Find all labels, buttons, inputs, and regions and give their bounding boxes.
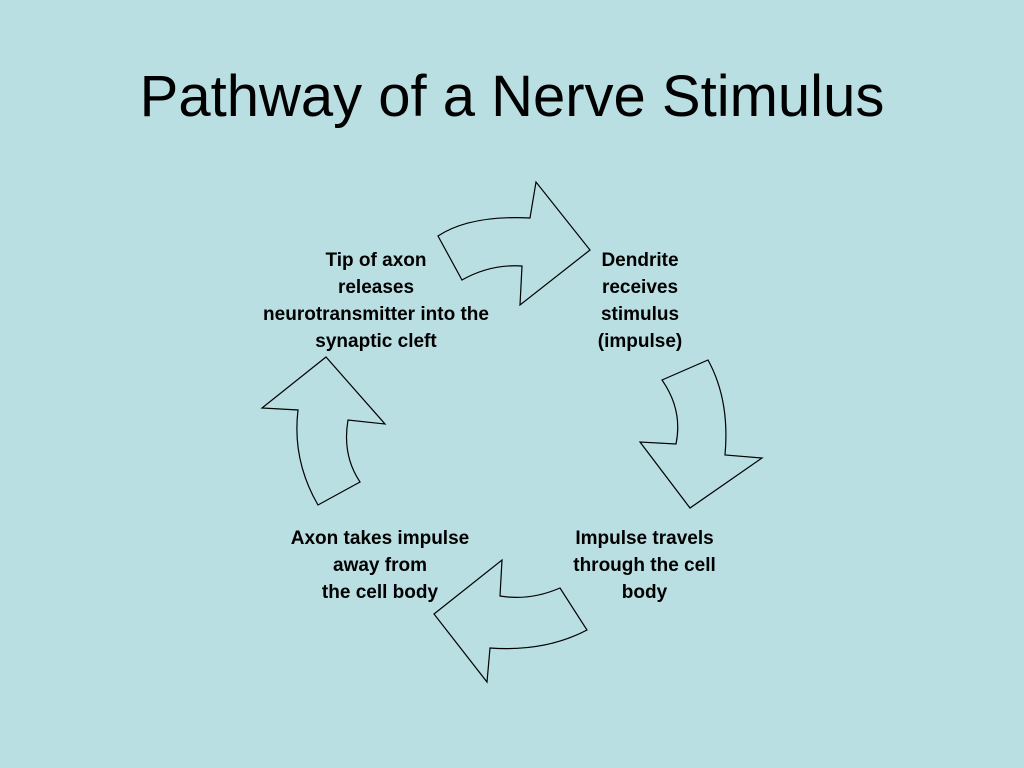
- step-axon-label: Axon takes impulse away from the cell bo…: [290, 528, 470, 603]
- step-dendrite-label: Dendrite receives stimulus (impulse): [597, 250, 683, 352]
- step-axon-tip-label: Tip of axon releases neurotransmitter in…: [263, 250, 489, 352]
- cycle-arrow-top: [437, 180, 591, 307]
- step-impulse-travels-label: Impulse travels through the cell body: [573, 528, 716, 603]
- cycle-arrow-bottom: [433, 558, 588, 684]
- cycle-arrow-left: [260, 356, 387, 506]
- slide-title: Pathway of a Nerve Stimulus: [139, 64, 885, 129]
- cycle-arrow-right: [638, 359, 764, 509]
